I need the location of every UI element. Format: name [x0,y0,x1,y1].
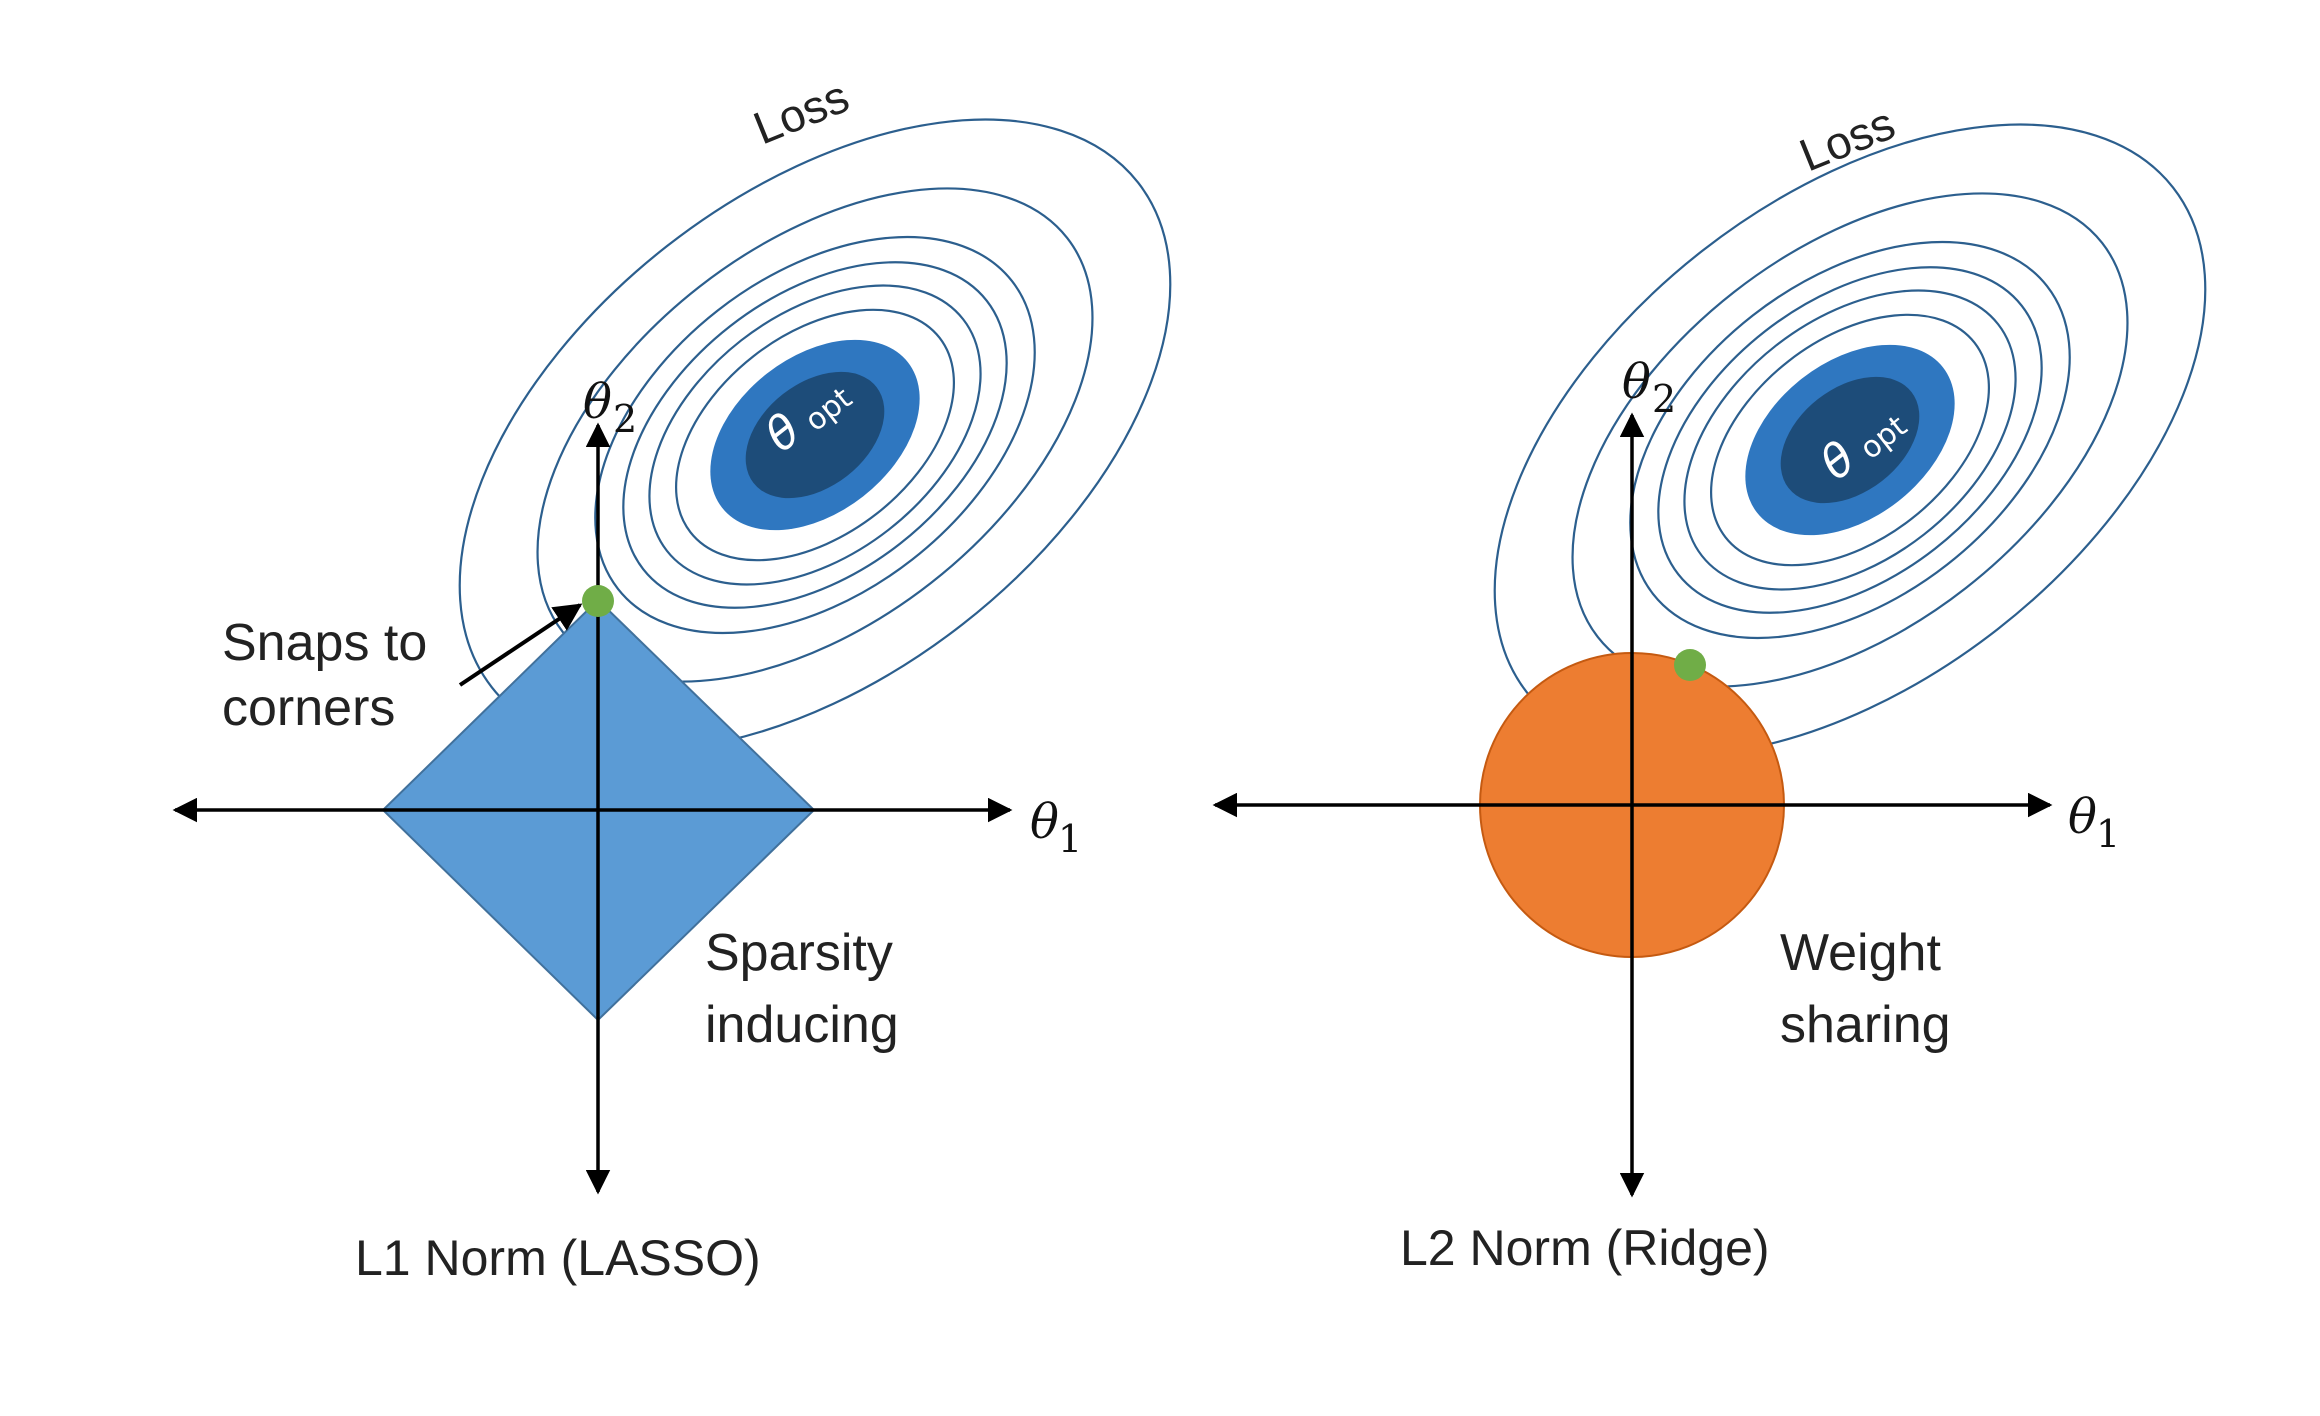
theta1-axis-label: θ 1 [2068,789,2120,856]
annotation-arrow [458,603,583,687]
loss-contour-1 [458,118,1172,752]
theta2-axis-label: θ 2 [583,374,637,441]
theta1-symbol: θ [1030,794,1059,850]
description-line-1: Weight [1780,924,1941,982]
theta2-symbol: θ [583,374,612,430]
loss-contour-4 [622,261,1008,609]
loss-contour-3 [1629,240,2071,640]
solution-point [1674,649,1706,681]
theta2-symbol: θ [1622,354,1651,410]
loss-contours [458,118,1172,752]
theta1-subscript: 1 [1058,817,1082,861]
loss-contour-8 [1780,376,1920,504]
loss-contour-2 [1571,192,2129,688]
theta1-subscript: 1 [2096,812,2120,856]
loss-contour-1 [1493,123,2207,757]
theta2-subscript: 2 [613,397,637,441]
theta1-axis-label: θ 1 [1030,794,1082,861]
l2-panel: θ opt Loss θ 2 θ 1 Weight sharing L2 Nor… [1212,97,2207,1276]
solution-point [582,585,614,617]
loss-contour-6 [1710,313,1990,567]
annotation-line-1: Snaps to [222,614,427,672]
loss-contour-2 [536,187,1094,683]
loss-contours [1493,123,2207,757]
loss-contour-4 [1657,266,2043,614]
loss-contour-5 [648,284,982,586]
description-line-1: Sparsity [705,924,893,982]
theta2-subscript: 2 [1652,377,1676,421]
caption: L1 Norm (LASSO) [355,1230,761,1286]
caption: L2 Norm (Ridge) [1400,1220,1770,1276]
loss-contour-5 [1683,289,2017,591]
loss-label: Loss [746,70,856,155]
loss-contour-8 [745,371,885,499]
l1-panel: θ opt Loss θ 2 θ 1 Snaps to corners Spar… [172,70,1172,1286]
theta1-symbol: θ [2068,789,2097,845]
loss-label: Loss [1792,97,1902,182]
description-line-2: inducing [705,996,899,1054]
loss-contour-6 [675,308,955,562]
loss-contour-3 [594,235,1036,635]
annotation-line-2: corners [222,679,395,737]
description-line-2: sharing [1780,996,1951,1054]
theta2-axis-label: θ 2 [1622,354,1676,421]
